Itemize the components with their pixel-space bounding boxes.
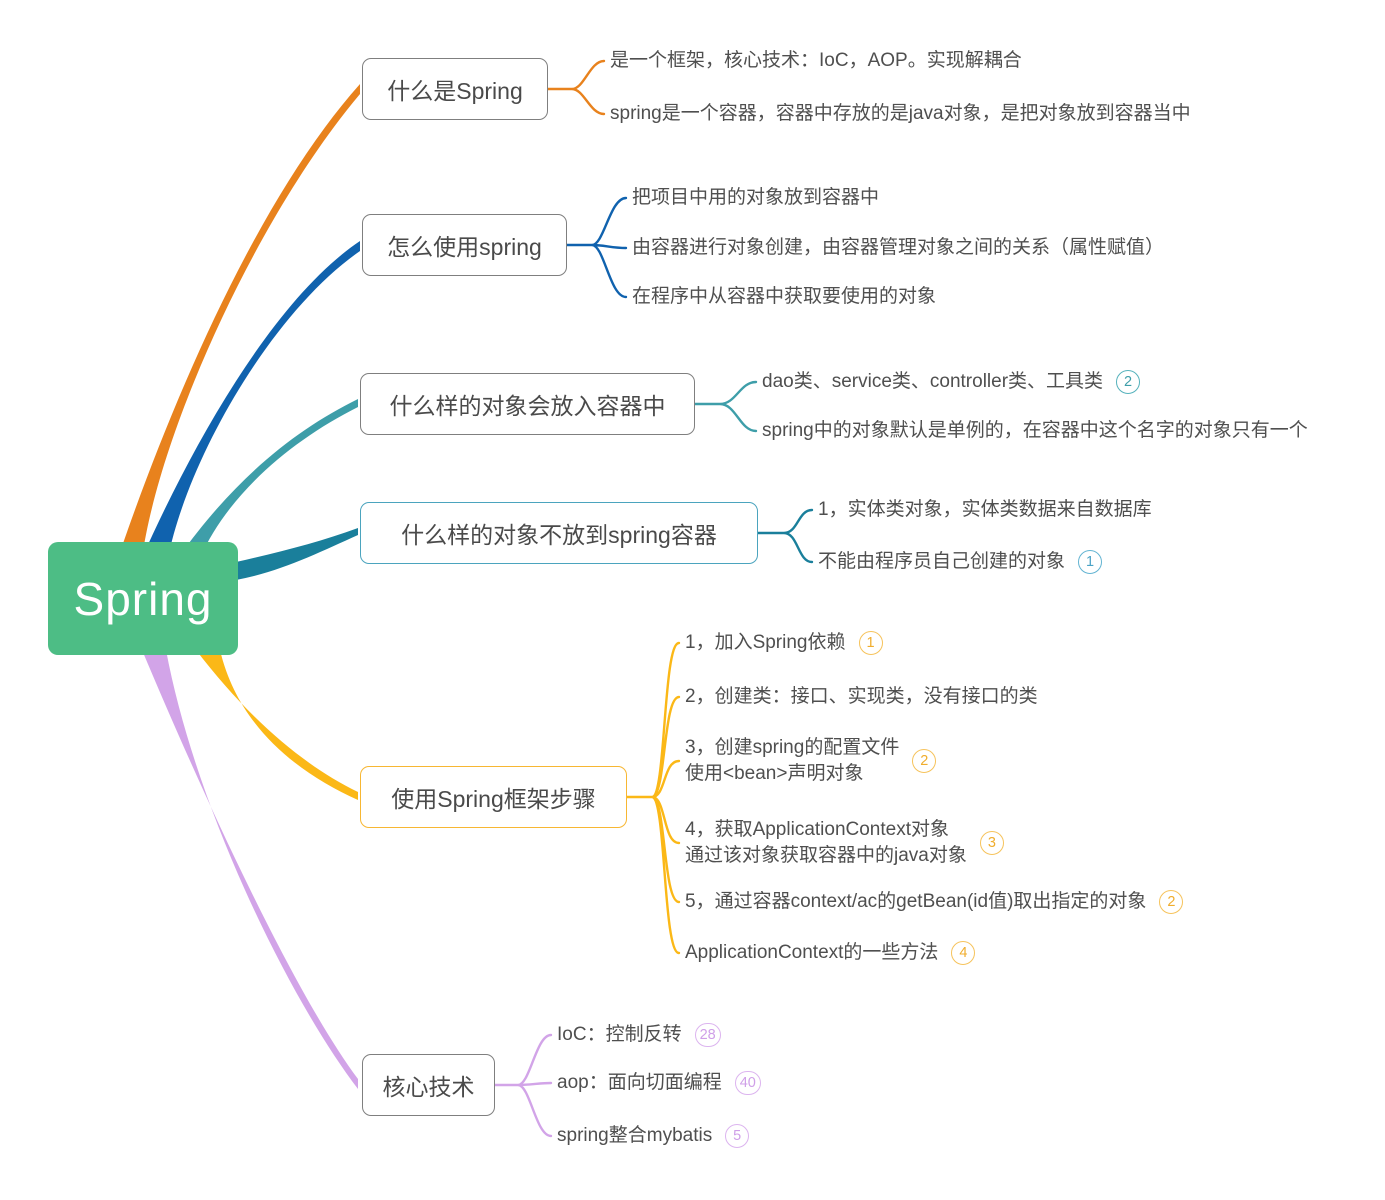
branch-ribbon-yellow <box>196 650 358 800</box>
marker-count-badge: 5 <box>725 1124 750 1148</box>
node-b5-c2[interactable]: 2，创建类：接口、实现类，没有接口的类 <box>685 684 1038 710</box>
node-b5-c1[interactable]: 1，加入Spring依赖 1 <box>685 630 883 656</box>
topic-objects-into-container[interactable]: 什么样的对象会放入容器中 <box>360 373 695 435</box>
topic-spring-framework-steps[interactable]: 使用Spring框架步骤 <box>360 766 627 828</box>
node-b6-c1[interactable]: IoC：控制反转 28 <box>557 1022 721 1048</box>
branch-ribbon-darkteal <box>236 528 358 580</box>
node-text: spring是一个容器，容器中存放的是java对象，是把对象放到容器当中 <box>610 103 1191 124</box>
node-text: 由容器进行对象创建，由容器管理对象之间的关系（属性赋值） <box>632 237 1165 258</box>
node-text: 是一个框架，核心技术：IoC，AOP。实现解耦合 <box>610 50 1022 71</box>
node-text: 不能由程序员自己创建的对象 <box>818 551 1066 572</box>
node-text: 5，通过容器context/ac的getBean(id值)取出指定的对象 <box>685 891 1147 912</box>
marker-count-badge: 1 <box>858 631 883 655</box>
node-b2-c1[interactable]: 把项目中用的对象放到容器中 <box>632 185 879 211</box>
node-text: spring整合mybatis <box>557 1125 713 1146</box>
marker-count-badge: 2 <box>1159 890 1184 914</box>
node-b4-c1[interactable]: 1，实体类对象，实体类数据来自数据库 <box>818 497 1152 523</box>
node-text: spring中的对象默认是单例的，在容器中这个名字的对象只有一个 <box>762 420 1308 441</box>
node-b5-c6[interactable]: ApplicationContext的一些方法 4 <box>685 940 976 966</box>
topic-objects-not-in-container[interactable]: 什么样的对象不放到spring容器 <box>360 502 758 564</box>
node-text: 4，获取ApplicationContext对象 通过该对象获取容器中的java… <box>685 819 967 866</box>
marker-count-badge: 40 <box>734 1071 761 1095</box>
branch-ribbon-purple <box>142 650 358 1089</box>
root-topic-spring[interactable]: Spring <box>48 542 238 655</box>
node-b1-c1[interactable]: 是一个框架，核心技术：IoC，AOP。实现解耦合 <box>610 48 1022 74</box>
node-b1-c2[interactable]: spring是一个容器，容器中存放的是java对象，是把对象放到容器当中 <box>610 101 1191 127</box>
node-b2-c2[interactable]: 由容器进行对象创建，由容器管理对象之间的关系（属性赋值） <box>632 235 1164 261</box>
marker-count-badge: 1 <box>1078 550 1103 574</box>
marker-count-badge: 2 <box>912 749 937 773</box>
marker-count-badge: 28 <box>694 1023 721 1047</box>
node-b2-c3[interactable]: 在程序中从容器中获取要使用的对象 <box>632 284 936 310</box>
node-b4-c2[interactable]: 不能由程序员自己创建的对象 1 <box>818 549 1103 575</box>
node-text: dao类、service类、controller类、工具类 <box>762 371 1104 392</box>
branch-ribbon-teal <box>178 399 358 558</box>
branch-ribbon-orange <box>118 84 360 558</box>
node-b3-c2[interactable]: spring中的对象默认是单例的，在容器中这个名字的对象只有一个 <box>762 418 1308 444</box>
node-text: 3，创建spring的配置文件 使用<bean>声明对象 <box>685 737 900 784</box>
marker-count-badge: 2 <box>1116 370 1141 394</box>
marker-count-badge: 3 <box>979 831 1004 855</box>
branch-ribbon-blue <box>142 241 360 558</box>
node-text: 1，实体类对象，实体类数据来自数据库 <box>818 499 1152 520</box>
node-b6-c2[interactable]: aop：面向切面编程 40 <box>557 1070 761 1096</box>
node-text: ApplicationContext的一些方法 <box>685 942 939 963</box>
node-text: 把项目中用的对象放到容器中 <box>632 187 880 208</box>
node-text: IoC：控制反转 <box>557 1024 682 1045</box>
node-text: 2，创建类：接口、实现类，没有接口的类 <box>685 686 1038 707</box>
topic-what-is-spring[interactable]: 什么是Spring <box>362 58 548 120</box>
topic-core-technology[interactable]: 核心技术 <box>362 1054 495 1116</box>
node-b5-c4[interactable]: 4，获取ApplicationContext对象 通过该对象获取容器中的java… <box>685 817 1004 869</box>
node-b3-c1[interactable]: dao类、service类、controller类、工具类 2 <box>762 369 1141 395</box>
node-text: 1，加入Spring依赖 <box>685 632 846 653</box>
marker-count-badge: 4 <box>951 941 976 965</box>
node-text: aop：面向切面编程 <box>557 1072 722 1093</box>
topic-how-to-use-spring[interactable]: 怎么使用spring <box>362 214 567 276</box>
node-b5-c5[interactable]: 5，通过容器context/ac的getBean(id值)取出指定的对象 2 <box>685 889 1184 915</box>
node-b6-c3[interactable]: spring整合mybatis 5 <box>557 1123 750 1149</box>
node-b5-c3[interactable]: 3，创建spring的配置文件 使用<bean>声明对象 2 <box>685 735 937 787</box>
node-text: 在程序中从容器中获取要使用的对象 <box>632 286 937 307</box>
